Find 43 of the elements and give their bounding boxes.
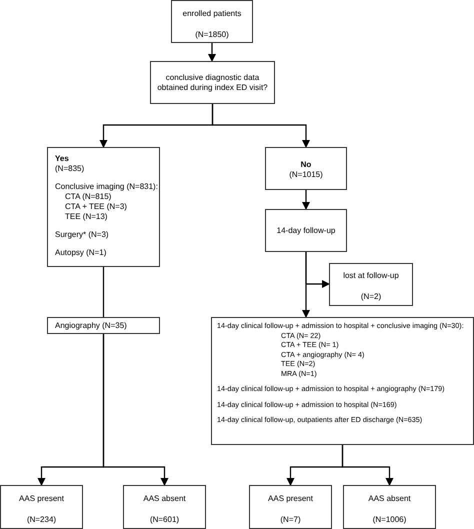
process-box [0,485,83,529]
process-box [123,485,206,529]
box-text: enrolled patients [182,9,242,19]
process-box [343,485,436,529]
arrow [342,445,394,486]
box-text: AAS present [267,494,314,504]
box-text: (N=601) [148,515,180,525]
box-text: AAS absent [142,494,187,504]
box-text: (N=1850) [194,30,230,40]
box-text: (N=234) [26,515,58,525]
box-text: CTA + TEE (N=3) [64,202,128,212]
process-box [211,317,474,445]
box-text: No [300,160,312,170]
box-text: conclusive diagnostic data obtained during index ED visit? [156,73,269,93]
box-text: (N=835) [55,164,86,174]
process-box [150,61,275,104]
box-text: Autopsy (N=1) [55,248,108,258]
box-text: (N=7) [279,515,302,525]
arrow [302,190,310,210]
process-box [47,317,160,334]
process-box [329,263,413,306]
box-text: (N=2) [360,292,382,302]
box-text: Surgery* (N=3) [55,230,110,240]
process-box [47,147,160,267]
box-text: AAS absent [367,494,412,504]
box-text: TEE (N=13) [64,212,108,222]
box-text: Angiography (N=35) [55,321,128,331]
box-text: (N=1006) [372,515,408,525]
box-text: CTA (N=815) [64,192,112,202]
arrow [302,252,310,318]
box-text: lost at follow-up [342,271,400,281]
box-text: (N=1015) [288,170,324,180]
arrow [102,334,168,486]
process-box [265,209,347,252]
process-box [265,147,347,190]
arrow [212,104,310,148]
box-text: AAS present [18,494,65,504]
arrow [208,43,216,62]
box-text: Yes [55,154,70,164]
process-box [171,0,253,43]
box-text: Conclusive imaging (N=831): [55,182,159,192]
process-box [249,485,332,529]
box-text: 14-day follow-up [276,226,336,236]
